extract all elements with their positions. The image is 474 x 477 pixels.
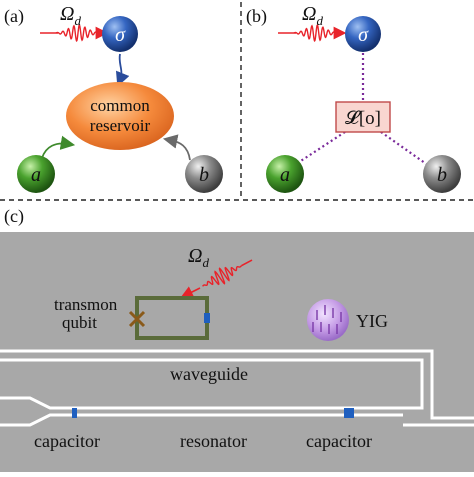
b-label-panel-a: b bbox=[199, 164, 209, 186]
reservoir-label-line1: common bbox=[90, 96, 150, 115]
panel-a-label: (a) bbox=[4, 6, 24, 27]
resonator-trace bbox=[0, 396, 403, 427]
omega-d-label-c: Ωd bbox=[188, 245, 209, 270]
capacitor-right-label: capacitor bbox=[306, 431, 372, 451]
panel-b-label: (b) bbox=[246, 6, 267, 27]
b-to-reservoir-arrow bbox=[162, 134, 191, 161]
b-node-panel-a bbox=[185, 155, 223, 193]
a-node-panel-b bbox=[266, 155, 304, 193]
drive-pulse-b bbox=[278, 23, 347, 43]
panel-a: (a) Ωd σ common reservoir a b bbox=[4, 3, 223, 193]
capacitor-right bbox=[344, 408, 354, 418]
sigma-node-a bbox=[102, 16, 138, 52]
panel-c: (c) Ωd transmon qubit YI bbox=[0, 206, 474, 472]
common-reservoir bbox=[66, 82, 174, 150]
a-node-panel-a bbox=[17, 155, 55, 193]
a-to-reservoir-arrow bbox=[41, 135, 76, 159]
sigma-node-b bbox=[345, 16, 381, 52]
waveguide-label: waveguide bbox=[170, 364, 248, 384]
panel-b: (b) Ωd σ 𝓛[o] a b bbox=[246, 3, 461, 193]
omega-d-label-a: Ωd bbox=[60, 3, 81, 28]
transmon-label-line2: qubit bbox=[62, 313, 97, 332]
capacitor-left bbox=[72, 408, 77, 418]
panel-c-label: (c) bbox=[4, 206, 24, 227]
waveguide-trace bbox=[0, 349, 474, 427]
a-label-panel-a: a bbox=[31, 164, 41, 186]
omega-d-label-b: Ωd bbox=[302, 3, 323, 28]
capacitor-left-label: capacitor bbox=[34, 431, 100, 451]
yig-label: YIG bbox=[356, 311, 388, 331]
sigma-label-a: σ bbox=[115, 24, 126, 46]
transmon-coupling-capacitor bbox=[204, 313, 210, 323]
josephson-junction-icon bbox=[128, 310, 146, 328]
yig-sphere bbox=[307, 299, 349, 341]
drive-pulse-a bbox=[40, 23, 109, 43]
b-label-panel-b: b bbox=[437, 164, 447, 186]
b-node-panel-b bbox=[423, 155, 461, 193]
transmon-label-line1: transmon bbox=[54, 295, 118, 314]
reservoir-label-line2: reservoir bbox=[90, 116, 151, 135]
sigma-label-b: σ bbox=[358, 24, 369, 46]
lindblad-to-b-link bbox=[380, 131, 433, 169]
sigma-to-reservoir-arrow bbox=[115, 53, 130, 87]
lindblad-box bbox=[335, 101, 391, 133]
yig-spin-arrows-icon bbox=[312, 305, 342, 334]
resonator-label: resonator bbox=[180, 431, 247, 451]
lindblad-label: 𝓛[o] bbox=[345, 108, 381, 129]
a-label-panel-b: a bbox=[280, 164, 290, 186]
drive-pulse-c bbox=[180, 259, 253, 298]
lindblad-to-a-link bbox=[289, 131, 346, 169]
